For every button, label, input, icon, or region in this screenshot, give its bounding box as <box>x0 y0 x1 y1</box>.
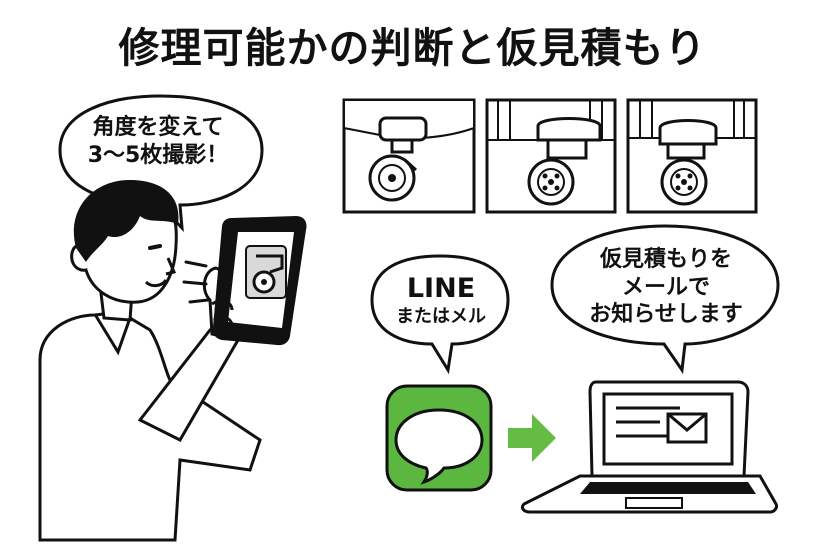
bubble-text-line: LINE またはメル <box>382 272 500 328</box>
laptop-icon <box>520 380 778 514</box>
page-title: 修理可能かの判断と仮見積もり <box>118 24 707 72</box>
bubble-line: またはメル <box>396 305 486 327</box>
bubble-line: 角度を変えて <box>92 115 224 140</box>
bubble-text-photo-tip: 角度を変えて 3〜5枚撮影！ <box>58 114 258 169</box>
bubble-line: メールで <box>621 274 710 300</box>
right-arrow-icon <box>508 414 556 462</box>
speech-bubble-line <box>370 254 510 375</box>
wheel-panel-3 <box>626 98 758 214</box>
bubble-line-line-label: LINE <box>406 273 476 304</box>
bubble-text-estimate: 仮見積もりを メールで お知らせします <box>566 246 766 329</box>
speech-bubble-estimate <box>550 224 780 375</box>
bubble-line: 仮見積もりを <box>599 247 732 272</box>
wheel-panel-1 <box>342 98 476 214</box>
bubble-line: 3〜5枚撮影！ <box>87 142 229 168</box>
line-chat-icon <box>385 384 493 492</box>
bubble-line: お知らせします <box>589 302 743 327</box>
envelope-icon <box>666 412 708 444</box>
person-illustration <box>38 180 307 542</box>
wheel-panel-2 <box>485 98 617 214</box>
smartphone-icon <box>212 216 307 346</box>
